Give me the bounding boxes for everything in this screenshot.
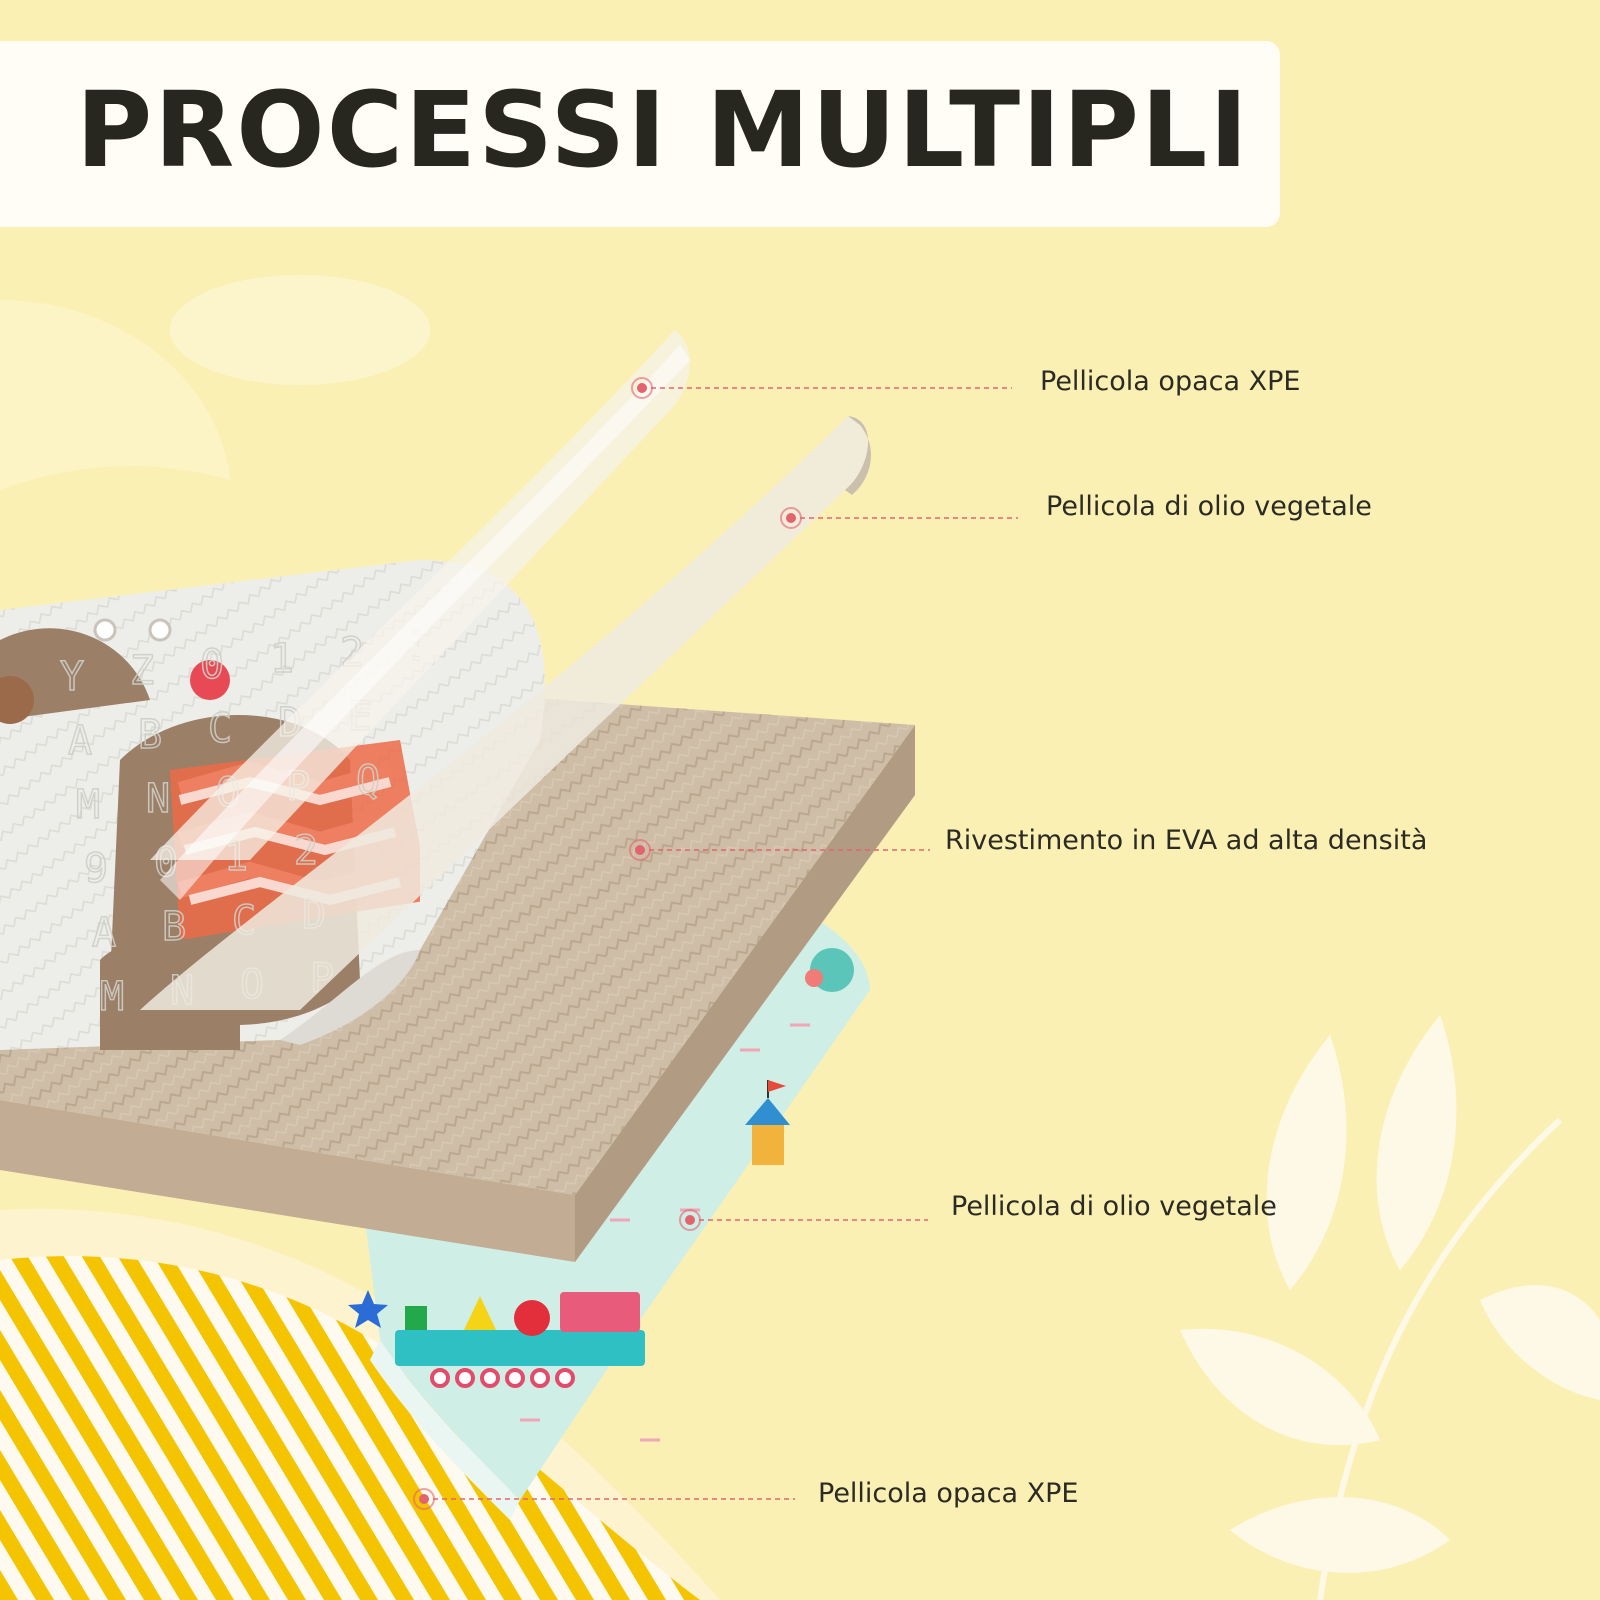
decorative-stripe <box>252 1256 510 1600</box>
callout-label-oil-top: Pellicola di olio vegetale <box>1046 491 1372 522</box>
decorative-stripe <box>900 1240 1158 1600</box>
decorative-stripe <box>684 1256 700 1600</box>
mat-letter: B <box>162 904 186 950</box>
triangle-icon <box>464 1296 496 1330</box>
decorative-stripe <box>720 1240 978 1600</box>
callout-lines <box>424 387 1018 1500</box>
mat-letter: N <box>146 776 170 822</box>
decorative-stripe <box>36 1256 294 1600</box>
decorative-stripe <box>828 1240 1086 1600</box>
decorative-stripe <box>144 1256 402 1600</box>
decorative-stripe <box>0 1256 222 1600</box>
callout-label-xpe-bottom: Pellicola opaca XPE <box>818 1478 1079 1509</box>
square-icon <box>405 1306 427 1330</box>
callout-dot-2 <box>780 507 802 529</box>
callout-label-eva: Rivestimento in EVA ad alta densità <box>945 825 1428 856</box>
callout-label-oil-bottom: Pellicola di olio vegetale <box>951 1191 1277 1222</box>
callout-dot-4 <box>679 1209 701 1231</box>
mat-letter: 2 <box>294 828 318 874</box>
mat-letter: Z <box>130 648 154 694</box>
callout-dot-3 <box>629 839 651 861</box>
decorative-stripe <box>72 1256 330 1600</box>
background-decoration <box>0 275 1600 1600</box>
callout-label-xpe-top: Pellicola opaca XPE <box>1040 366 1301 397</box>
decorative-stripe <box>0 1256 186 1600</box>
decorative-stripe <box>108 1256 366 1600</box>
train-icon <box>395 1330 645 1366</box>
mat-letter: M <box>100 974 124 1020</box>
decorative-stripe <box>648 1256 700 1600</box>
decorative-stripe <box>180 1256 438 1600</box>
decorative-stripe <box>0 1256 78 1600</box>
page-title: PROCESSI MULTIPLI <box>76 69 1250 191</box>
decorative-stripe <box>756 1240 1014 1600</box>
xpe-matte-film-peel <box>150 330 690 900</box>
mat-letter: Y <box>60 654 84 700</box>
callout-dots <box>413 377 802 1510</box>
flag-icon <box>768 1080 786 1092</box>
decorative-stripe <box>0 1256 258 1600</box>
mat-letter: F <box>418 688 442 734</box>
mat-letter: A <box>68 718 92 764</box>
mat-letter: 5 <box>550 612 574 658</box>
decorative-stripe <box>1008 1240 1266 1600</box>
title-card <box>0 41 1280 227</box>
decorative-stripe <box>936 1240 1194 1600</box>
vegetable-oil-film-peel <box>140 416 872 1010</box>
decorative-stripe <box>0 1256 150 1600</box>
mat-letter: 1 <box>270 636 294 682</box>
mat-letter: Q <box>356 758 380 804</box>
decorative-stripe <box>864 1240 1122 1600</box>
mat-letter: 0 <box>200 642 224 688</box>
decorative-stripe <box>0 1256 114 1600</box>
mat-letter: 9 <box>84 846 108 892</box>
callout-dot-5 <box>413 1488 435 1510</box>
callout-dot-1 <box>631 377 653 399</box>
mat-letter: B <box>138 712 162 758</box>
decorative-stripe <box>288 1256 546 1600</box>
mat-letter: C <box>208 706 232 752</box>
circle-icon <box>514 1300 550 1336</box>
decorative-stripe <box>972 1240 1230 1600</box>
tent-icon <box>745 1098 790 1125</box>
star-icon <box>348 1290 388 1328</box>
mat-letter: A <box>92 910 116 956</box>
decorative-stripe <box>792 1240 1050 1600</box>
mat-letter: M <box>76 782 100 828</box>
decorative-stripe <box>216 1256 474 1600</box>
